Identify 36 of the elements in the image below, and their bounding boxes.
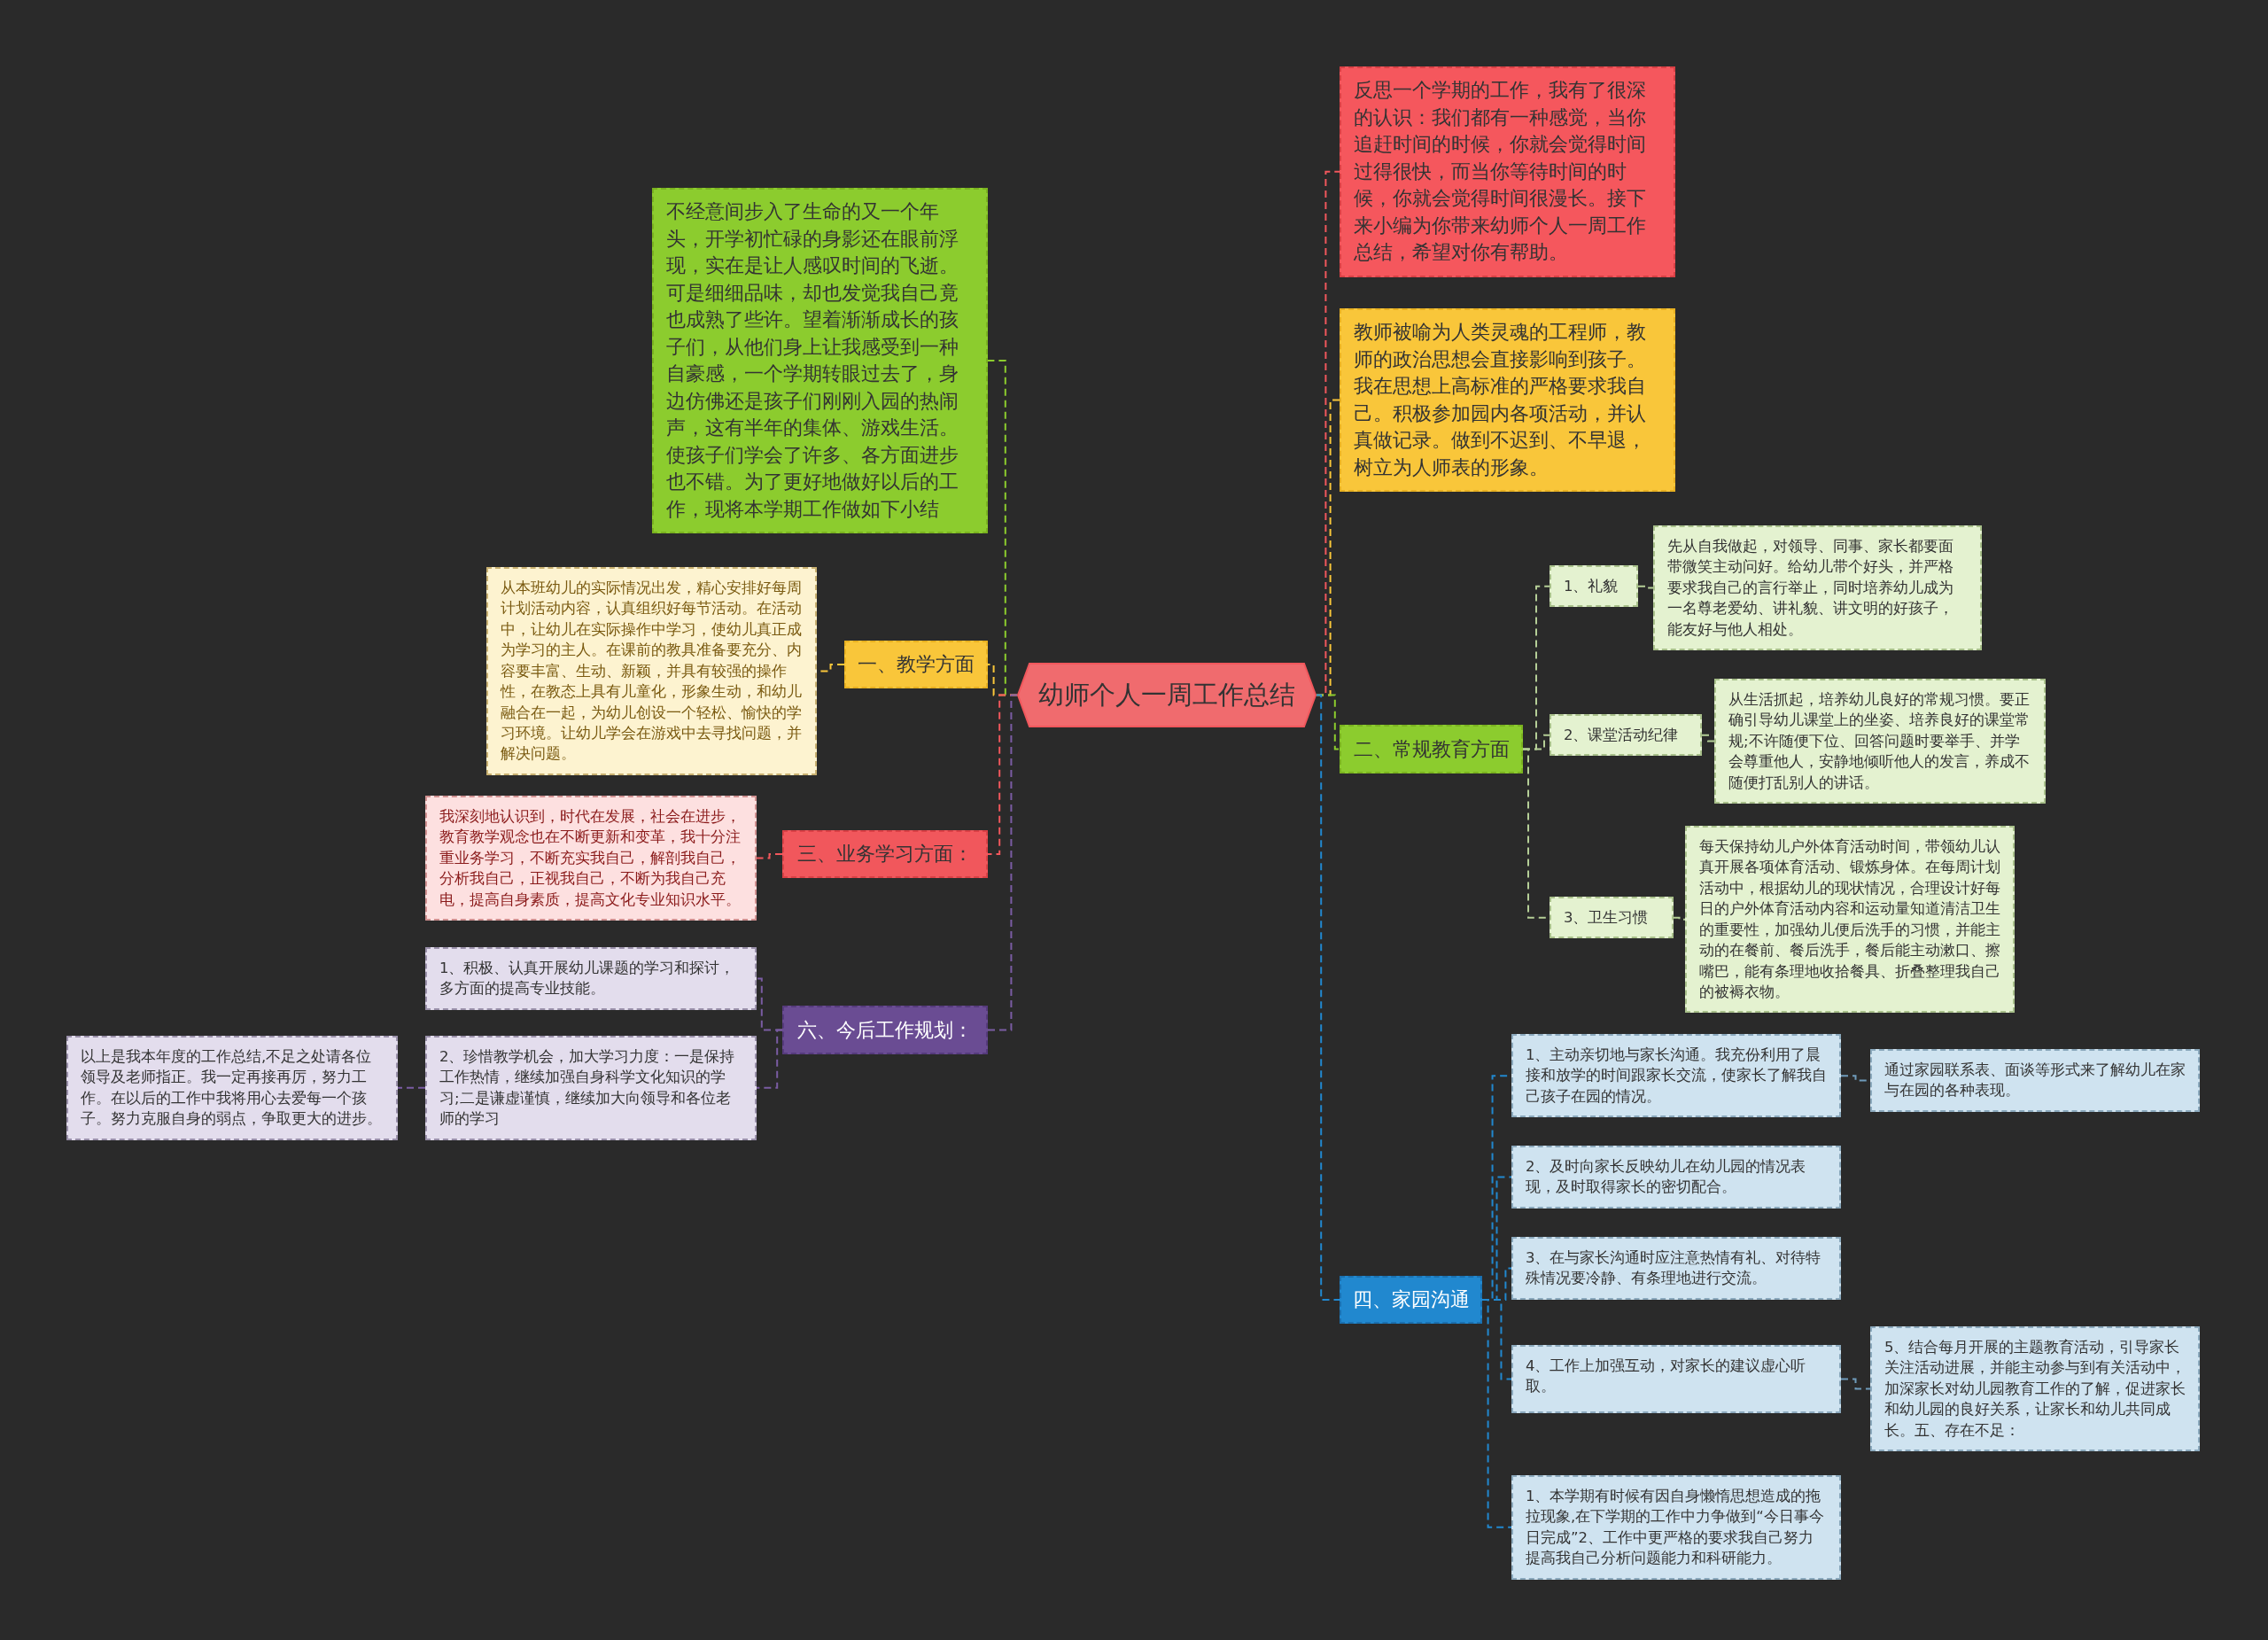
note-box: 2、珍惜教学机会，加大学习力度：一是保持工作热情，继续加强自身科学文化知识的学习;二是谦虚谨慎，继续加大向领导和各位老师的学习 [425,1036,757,1140]
note-box: 1、积极、认真开展幼儿课题的学习和探讨，多方面的提高专业技能。 [425,947,757,1010]
connector [1840,1378,1871,1390]
connector [987,694,1018,1031]
connector [1316,694,1340,1301]
note-box: 教师被喻为人类灵魂的工程师，教师的政治思想会直接影响到孩子。我在思想上高标准的严格要求我自己。积极参加园内各项活动，并认真做记录。做到不迟到、不早退，树立为人师表的形象。 [1340,308,1675,493]
note-box: 2、课堂活动纪律 [1550,714,1702,757]
branch-box: 四、家园沟通 [1340,1276,1482,1324]
note-box: 2、及时向家长反映幼儿在幼儿园的情况表现，及时取得家长的密切配合。 [1511,1146,1841,1209]
branch-box: 一、教学方面 [844,641,988,688]
branch-box: 六、今后工作规划： [782,1006,988,1054]
note-box: 3、卫生习惯 [1550,897,1674,939]
connector [756,853,783,859]
connector [1673,916,1686,921]
note-box: 4、工作上加强互动，对家长的建议虚心听取。 [1511,1345,1841,1413]
note-box: 从生活抓起，培养幼儿良好的常规习惯。要正确引导幼儿课堂上的坐姿、培养良好的课堂常规;不许随便下位、回答问题时要举手、并学会尊重他人，安静地倾听他人的发言，养成不随便打乱别人的讲话。 [1714,679,2046,804]
note-box: 从本班幼儿的实际情况出发，精心安排好每周计划活动内容，认真组织好每节活动。在活动中，让幼儿在实际操作中学习，使幼儿真正成为学习的主人。在课前的教具准备要充分、内容要丰富、生动、新颖，并具有较强的操作性，在教态上具有儿童化，形象生动，和幼儿融合在一起，为幼儿创设一个轻松、愉快的学习环境。让幼儿学会在游戏中去寻找问题，并解决问题。 [486,567,817,775]
topic-hexagon: 幼师个人一周工作总结 [1017,663,1317,727]
note-box: 反思一个学期的工作，我有了很深的认识：我们都有一种感觉，当你追赶时间的时候，你就会觉得时间过得很快，而当你等待时间的时候，你就会觉得时间很漫长。接下来小编为你带来幼师个人一周工作总结，希望对你有帮助。 [1340,66,1675,277]
branch-box: 二、常规教育方面 [1340,725,1523,773]
connector [756,1029,783,1089]
note-box: 每天保持幼儿户外体育活动时间，带领幼儿认真开展各项体育活动、锻炼身体。在每周计划活动中，根据幼儿的现状情况，合理设计好每日的户外体育活动内容和运动量知道清洁卫生的重要性，加强幼儿便后洗手的习惯，并能主动的在餐前、餐后洗手，餐后能主动漱口、擦嘴巴，能有条理地收拾餐具、折叠整理我自己的被褥衣物。 [1685,826,2015,1014]
connector [397,1086,426,1089]
note-box: 1、礼貌 [1550,565,1638,608]
note-box: 3、在与家长沟通时应注意热情有礼、对待特殊情况要冷静、有条理地进行交流。 [1511,1237,1841,1300]
note-box: 不经意间步入了生命的又一个年头，开学初忙碌的身影还在眼前浮现，实在是让人感叹时间的飞逝。可是细细品味，却也发觉我自己竟也成熟了些许。望着渐渐成长的孩子们，从他们身上让我感受到一种自豪感，一个学期转眼过去了，身边仿佛还是孩子们刚刚入园的热闹声，这有半年的集体、游戏生活。使孩子们学会了许多、各方面进步也不错。为了更好地做好以后的工作，现将本学期工作做如下小结 [652,188,988,534]
note-box: 我深刻地认识到，时代在发展，社会在进步，教育教学观念也在不断更新和变革，我十分注重业务学习，不断充实我自己，解剖我自己，分析我自己，正视我自己，不断为我自己充电，提高自身素质，提高文化专业知识水平。 [425,796,757,921]
branch-box: 三、业务学习方面： [782,830,988,878]
note-box: 先从自我做起，对领导、同事、家长都要面带微笑主动问好。给幼儿带个好头，并严格要求我自己的言行举止，同时培养幼儿成为一名尊老爱幼、讲礼貌、讲文明的好孩子，能友好与他人相处。 [1653,525,1982,651]
note-box: 以上是我本年度的工作总结,不足之处请各位领导及老师指正。我一定再接再厉，努力工作。在以后的工作中我将用心去爱每一个孩子。努力克服自身的弱点，争取更大的进步。 [66,1036,398,1140]
connector [1701,734,1715,742]
connector [1637,585,1654,589]
note-box: 通过家园联系表、面谈等形式来了解幼儿在家与在园的各种表现。 [1870,1049,2200,1112]
note-box: 5、结合每月开展的主题教育活动，引导家长关注活动进展，并能主动参与到有关活动中，加深家长对幼儿园教育工作的了解，促进家长和幼儿园的良好关系，让家长和幼儿共同成长。五、存在不足： [1870,1326,2200,1452]
note-box: 1、主动亲切地与家长沟通。我充份利用了晨接和放学的时间跟家长交流，使家长了解我自己孩子在园的情况。 [1511,1034,1841,1118]
note-box: 1、本学期有时候有因自身懒惰思想造成的拖拉现象,在下学期的工作中力争做到“今日事今日完成”2、工作中更严格的要求我自己努力提高我自己分析问题能力和科研能力。 [1511,1475,1841,1580]
